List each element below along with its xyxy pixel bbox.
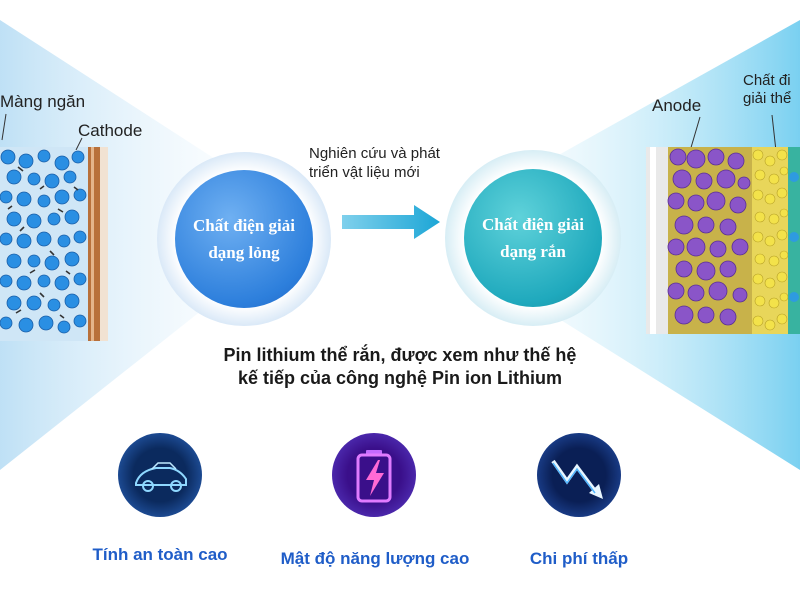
down-trend-icon <box>537 433 621 517</box>
liquid-electrolyte-diagram <box>0 147 108 341</box>
cathode-label: Cathode <box>78 121 143 140</box>
solid-electrolyte-label-line2: giải thể <box>743 90 792 107</box>
liquid-bubble-line2: dạng lỏng <box>208 243 280 262</box>
solid-electrolyte-label: Chất đi giải thể <box>743 72 791 108</box>
car-icon <box>118 433 202 517</box>
anode-label: Anode <box>652 96 702 115</box>
liquid-electrolyte-circle: Chất điện giải dạng lỏng <box>175 170 313 308</box>
feature-label-energy-density: Mật độ năng lượng cao <box>280 549 470 568</box>
liquid-bubble-line1: Chất điện giải <box>192 216 296 235</box>
solid-bubble-line2: dạng rắn <box>500 242 566 261</box>
arrow-caption-line2: triển vật liệu mới <box>309 164 420 181</box>
solid-electrolyte-label-line1: Chất đi <box>743 72 791 89</box>
arrow-caption: Nghiên cứu và phát triển vật liệu mới <box>309 144 440 182</box>
feature-label-low-cost: Chi phí thấp <box>529 549 629 568</box>
separator-label: Màng ngăn <box>0 92 86 111</box>
progress-arrow-icon <box>342 205 440 239</box>
solid-electrolyte-diagram <box>646 147 800 334</box>
feature-label-safety: Tính an toàn cao <box>92 545 228 564</box>
arrow-caption-line1: Nghiên cứu và phát <box>309 145 440 162</box>
headline-line1: Pin lithium thể rắn, được xem như thế hệ <box>223 345 577 365</box>
left-light-fan <box>0 20 240 470</box>
battery-lightning-icon <box>332 433 416 517</box>
solid-electrolyte-particles <box>646 147 800 334</box>
solid-bubble-line1: Chất điện giải <box>481 215 585 234</box>
label-leader-lines <box>1 113 83 150</box>
liquid-electrolyte-particles <box>0 147 108 341</box>
headline-line2: kế tiếp của công nghệ Pin ion Lithium <box>237 368 563 388</box>
anode-plate <box>646 147 668 334</box>
solid-electrolyte-circle: Chất điện giải dạng rắn <box>464 169 602 307</box>
right-label-leader-lines <box>689 115 777 152</box>
headline: Pin lithium thể rắn, được xem như thế hệ… <box>120 344 680 390</box>
